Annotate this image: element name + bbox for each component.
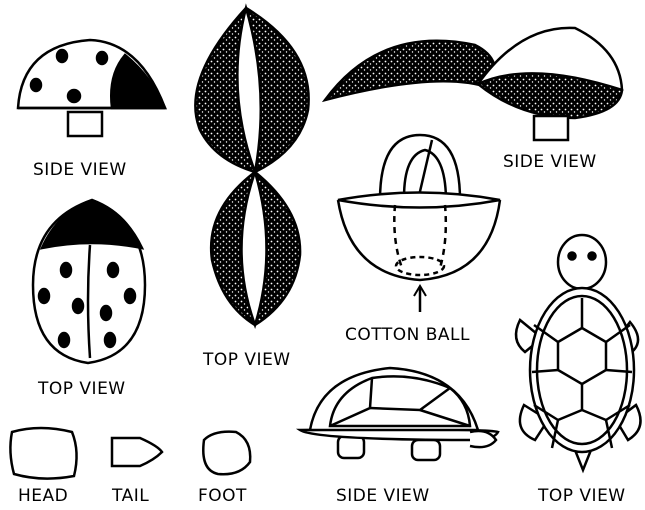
head-part — [10, 428, 76, 479]
seed-top-view — [195, 8, 308, 325]
seed-side-view-label: SIDE VIEW — [503, 154, 597, 171]
ladybug-top-view — [33, 200, 145, 363]
turtle-top-view — [516, 235, 641, 470]
turtle-side-view — [300, 368, 498, 460]
turtle-parts — [10, 428, 250, 479]
cotton-ball-label: COTTON BALL — [345, 327, 470, 344]
seed-top-view-label: TOP VIEW — [203, 352, 291, 369]
ladybug-side-view — [18, 40, 165, 136]
tail-label: TAIL — [112, 488, 149, 505]
foot-part — [203, 432, 250, 475]
ladybug-side-view-label: SIDE VIEW — [33, 162, 127, 179]
head-label: HEAD — [18, 488, 68, 505]
cotton-ball-bowl — [338, 135, 500, 312]
foot-label: FOOT — [198, 488, 247, 505]
ladybug-top-view-label: TOP VIEW — [38, 381, 126, 398]
turtle-side-view-label: SIDE VIEW — [336, 488, 430, 505]
seed-side-view — [325, 28, 622, 140]
turtle-top-view-label: TOP VIEW — [538, 488, 626, 505]
tail-part — [112, 438, 162, 466]
